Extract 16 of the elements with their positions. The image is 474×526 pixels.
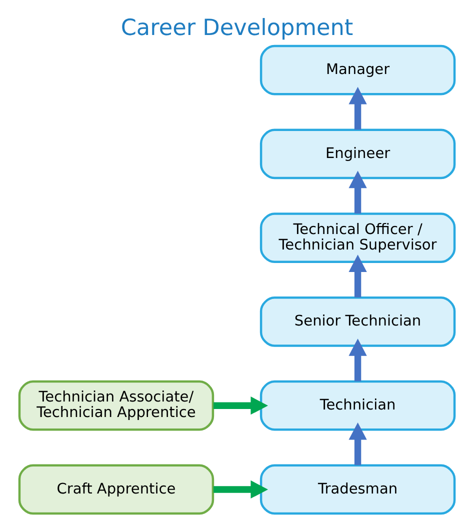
node-box: Technician Associate/ Technician Apprentice [18,380,214,431]
node-box: Craft Apprentice [18,464,214,515]
arrow [213,396,268,415]
arrow [348,422,367,466]
node-box: Technical Officer / Technician Supervisor [260,212,456,263]
arrow [213,480,268,499]
node-box: Engineer [260,128,456,180]
arrow [348,86,367,130]
arrow [348,254,367,298]
node-box: Technician [260,380,456,431]
arrow [348,338,367,382]
diagram-title: Career Development [120,14,354,41]
arrow [348,170,367,214]
node-box: Tradesman [260,464,456,515]
node-box: Manager [260,44,456,96]
node-box: Senior Technician [260,296,456,347]
